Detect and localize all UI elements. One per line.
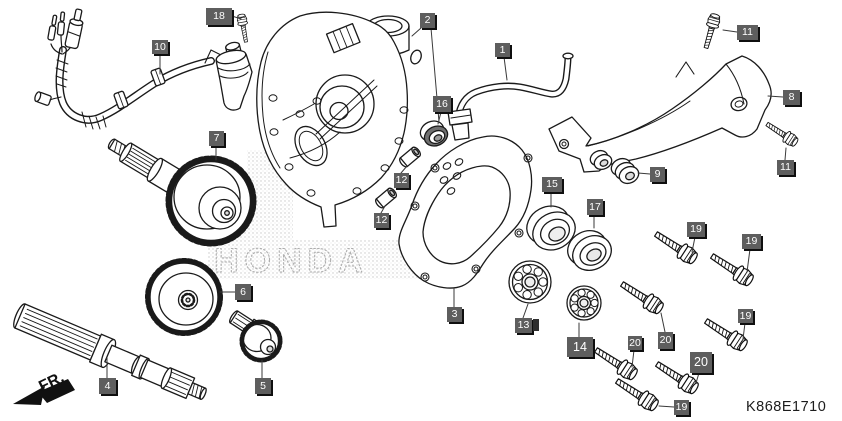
transmission-cover-drawing	[256, 11, 422, 228]
bolt-19d-drawing	[611, 373, 662, 415]
dowel-pin-12a-drawing	[399, 146, 421, 168]
callout-8[interactable]: 8	[783, 90, 800, 105]
bolt-19b-drawing	[706, 248, 757, 290]
callout-19b[interactable]: 19	[742, 234, 761, 249]
callout-12b[interactable]: 12	[374, 213, 389, 228]
callout-7[interactable]: 7	[209, 131, 224, 146]
callout-13-tab	[533, 319, 539, 331]
callout-20a[interactable]: 20	[628, 336, 642, 350]
pinion-gear-5-drawing	[228, 310, 283, 363]
dowel-pin-12b-drawing	[375, 187, 397, 209]
callout-12a[interactable]: 12	[394, 173, 409, 188]
breather-tube-drawing	[447, 52, 574, 141]
grommet-9-drawing	[610, 157, 640, 185]
countershaft-gear-7-drawing	[107, 138, 257, 247]
callout-1[interactable]: 1	[495, 43, 510, 57]
callout-11a[interactable]: 11	[737, 25, 758, 40]
callout-5[interactable]: 5	[255, 378, 271, 394]
bracket-8-drawing	[548, 55, 772, 173]
oil-seal-16-drawing	[419, 120, 449, 147]
callout-14[interactable]: 14	[567, 337, 593, 357]
diagram-code: K868E1710	[746, 399, 827, 415]
callout-17[interactable]: 17	[587, 199, 603, 215]
callout-20b[interactable]: 20	[658, 332, 673, 349]
callout-19a[interactable]: 19	[687, 222, 705, 237]
callout-13[interactable]: 13	[515, 318, 539, 333]
gasket-drawing	[398, 135, 533, 289]
final-gear-6-drawing	[145, 258, 223, 336]
callout-20c[interactable]: 20	[690, 352, 712, 373]
bolt-20b-drawing	[616, 276, 667, 318]
bearing-13-drawing	[508, 260, 552, 304]
callout-15[interactable]: 15	[542, 177, 562, 192]
leader-lines	[106, 15, 787, 408]
callout-11b[interactable]: 11	[777, 160, 794, 175]
callout-6[interactable]: 6	[235, 284, 251, 300]
wire-harness-drawing	[34, 8, 253, 130]
callout-19d[interactable]: 19	[674, 400, 689, 415]
seal-17-drawing	[567, 230, 612, 271]
honda-watermark: HONDA	[214, 242, 369, 280]
callout-4[interactable]: 4	[99, 378, 116, 394]
stipple-shading	[208, 150, 432, 279]
callout-2[interactable]: 2	[420, 13, 435, 28]
callout-19c[interactable]: 19	[738, 309, 753, 323]
callout-9[interactable]: 9	[650, 167, 665, 182]
bolt-11a-drawing	[699, 11, 723, 51]
bolt-11b-drawing	[763, 118, 801, 149]
callout-3[interactable]: 3	[447, 307, 462, 322]
bearing-14-drawing	[566, 285, 602, 321]
callout-18[interactable]: 18	[206, 8, 232, 25]
mainshaft-4-drawing	[13, 303, 207, 400]
front-direction-arrow: FR.	[13, 369, 75, 405]
callout-16[interactable]: 16	[433, 96, 451, 112]
callout-10[interactable]: 10	[152, 40, 168, 54]
bearing-15-drawing	[526, 205, 576, 251]
